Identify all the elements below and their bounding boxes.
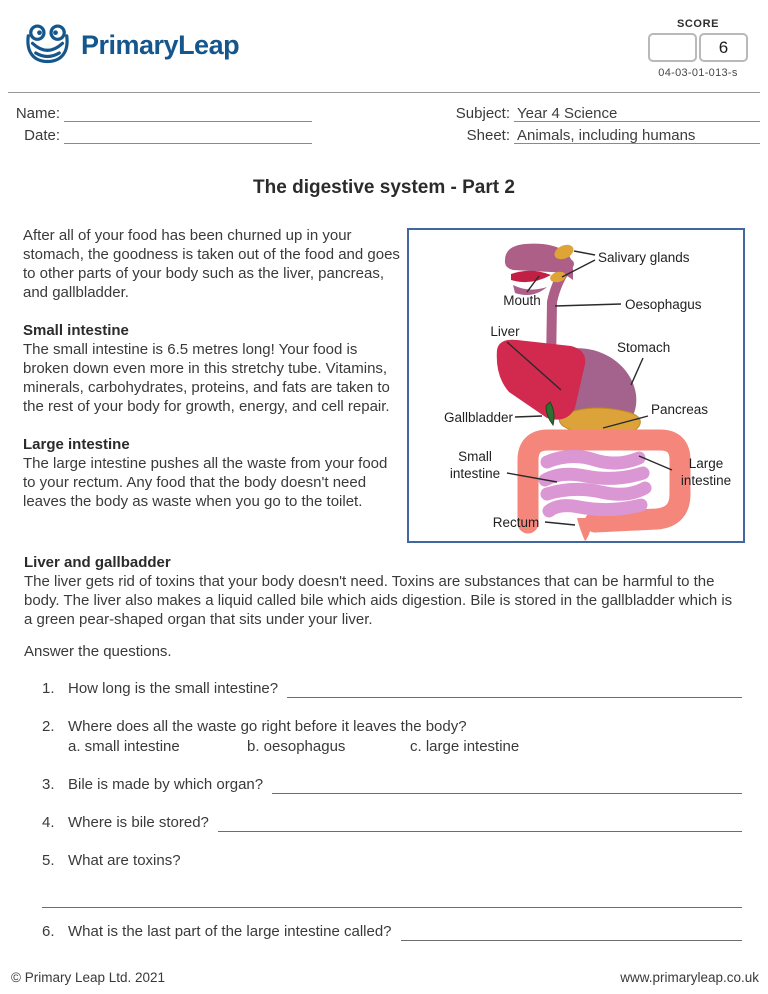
question-6-number: 6. (42, 923, 55, 940)
brand-name: PrimaryLeap (81, 30, 240, 60)
liver-shape (496, 339, 586, 420)
intro-paragraph: After all of your food has been churned … (23, 227, 400, 301)
date-input-line[interactable] (64, 127, 312, 144)
diagram-label-small-intestine-2: intestine (450, 466, 500, 481)
diagram-label-oesophagus: Oesophagus (625, 297, 702, 312)
sheet-value: Animals, including humans (514, 127, 760, 144)
section-body-large-intestine: The large intestine pushes all the waste… (23, 455, 388, 510)
question-4: 4. Where is bile stored? (42, 813, 742, 832)
question-5-number: 5. (42, 852, 55, 869)
name-label: Name: (15, 105, 60, 122)
question-2-number: 2. (42, 718, 55, 735)
name-field-row: Name: (10, 103, 312, 122)
diagram-label-stomach: Stomach (617, 340, 670, 355)
sheet-field-row: Sheet: Animals, including humans (448, 125, 760, 144)
section-heading-small-intestine: Small intestine (23, 322, 129, 339)
footer: © Primary Leap Ltd. 2021 www.primaryleap… (11, 970, 759, 985)
diagram-label-small-intestine-1: Small (458, 449, 492, 464)
chin-shape (513, 285, 547, 295)
answer-line-q3[interactable] (272, 778, 742, 794)
footer-copyright: © Primary Leap Ltd. 2021 (11, 970, 166, 985)
header: PrimaryLeap SCORE 6 04-03-01-013-s (0, 0, 768, 79)
subject-label: Subject: (455, 105, 510, 122)
question-1: 1. How long is the small intestine? (42, 679, 742, 698)
diagram-label-large-intestine-2: intestine (681, 473, 731, 488)
large-intestine-shape (517, 429, 691, 534)
liver-section: Liver and gallbadder The liver gets rid … (0, 553, 768, 629)
questions-list: 1. How long is the small intestine? 2. W… (0, 679, 768, 941)
question-3-text: Bile is made by which organ? (68, 776, 264, 793)
page-title: The digestive system - Part 2 (253, 177, 515, 198)
question-2-text: Where does all the waste go right before… (68, 718, 467, 735)
question-6: 6. What is the last part of the large in… (42, 922, 742, 941)
gallbladder-shape (545, 401, 555, 427)
diagram-label-liver: Liver (490, 324, 520, 339)
section-heading-liver: Liver and gallbadder (24, 554, 171, 571)
section-heading-large-intestine: Large intestine (23, 436, 130, 453)
answer-line-q4[interactable] (217, 816, 742, 832)
question-5: 5. What are toxins? (42, 851, 742, 870)
footer-website: www.primaryleap.co.uk (620, 970, 759, 985)
fields-row: Name: Date: Subject: Year 4 Science Shee… (0, 93, 768, 144)
date-field-row: Date: (10, 125, 312, 144)
score-label: SCORE (676, 18, 720, 30)
section-body-liver: The liver gets rid of toxins that your b… (24, 573, 733, 628)
date-label: Date: (24, 127, 60, 144)
question-4-number: 4. (42, 814, 55, 831)
fields-left: Name: Date: (10, 100, 312, 144)
sheet-code: 04-03-01-013-s (658, 67, 738, 79)
brand-logo: PrimaryLeap (24, 24, 240, 67)
text-column: After all of your food has been churned … (23, 226, 403, 543)
subject-field-row: Subject: Year 4 Science (448, 103, 760, 122)
sheet-label: Sheet: (466, 127, 510, 144)
question-6-text: What is the last part of the large intes… (68, 923, 392, 940)
answer-prompt: Answer the questions. (24, 643, 172, 660)
digestive-system-diagram: Salivary glands Mouth Oesophagus Liver S… (407, 228, 745, 543)
option-a[interactable]: a. small intestine (68, 738, 180, 755)
diagram-leader-lines (506, 250, 673, 526)
name-input-line[interactable] (64, 105, 312, 122)
small-intestine-shape (538, 450, 652, 518)
score-box-empty[interactable] (648, 33, 697, 62)
subject-value: Year 4 Science (514, 105, 760, 122)
question-2-options: a. small intestine b. oesophagus c. larg… (68, 737, 742, 756)
diagram-label-rectum: Rectum (493, 515, 540, 530)
salivary-glands-shape (550, 244, 574, 283)
question-1-text: How long is the small intestine? (68, 680, 279, 697)
option-c[interactable]: c. large intestine (410, 738, 520, 755)
main-content: After all of your food has been churned … (0, 226, 768, 543)
frog-icon (26, 24, 69, 64)
question-1-number: 1. (42, 680, 55, 697)
answer-line-q5[interactable] (42, 889, 742, 908)
question-3-number: 3. (42, 776, 55, 793)
score-boxes: 6 (648, 33, 748, 62)
diagram-label-pancreas: Pancreas (651, 402, 708, 417)
diagram-label-large-intestine-1: Large (689, 456, 724, 471)
question-3: 3. Bile is made by which organ? (42, 775, 742, 794)
answer-line-q1[interactable] (287, 682, 742, 698)
diagram-label-salivary-glands: Salivary glands (598, 250, 690, 265)
option-b[interactable]: b. oesophagus (247, 738, 346, 755)
digestive-system-illustration: Salivary glands Mouth Oesophagus Liver S… (444, 243, 731, 541)
question-5-text: What are toxins? (68, 852, 181, 869)
diagram-label-gallbladder: Gallbladder (444, 410, 514, 425)
section-body-small-intestine: The small intestine is 6.5 metres long! … (23, 341, 390, 415)
rectum-shape (577, 518, 593, 541)
header-divider (8, 92, 760, 93)
mouth-shape (511, 270, 551, 283)
diagram-label-mouth: Mouth (503, 293, 541, 308)
score-block: SCORE 6 04-03-01-013-s (648, 18, 748, 79)
score-box-total: 6 (699, 33, 748, 62)
question-4-text: Where is bile stored? (68, 814, 209, 831)
fields-right: Subject: Year 4 Science Sheet: Animals, … (448, 100, 760, 144)
answer-line-q6[interactable] (400, 925, 742, 941)
question-2: 2. Where does all the waste go right bef… (42, 717, 742, 756)
